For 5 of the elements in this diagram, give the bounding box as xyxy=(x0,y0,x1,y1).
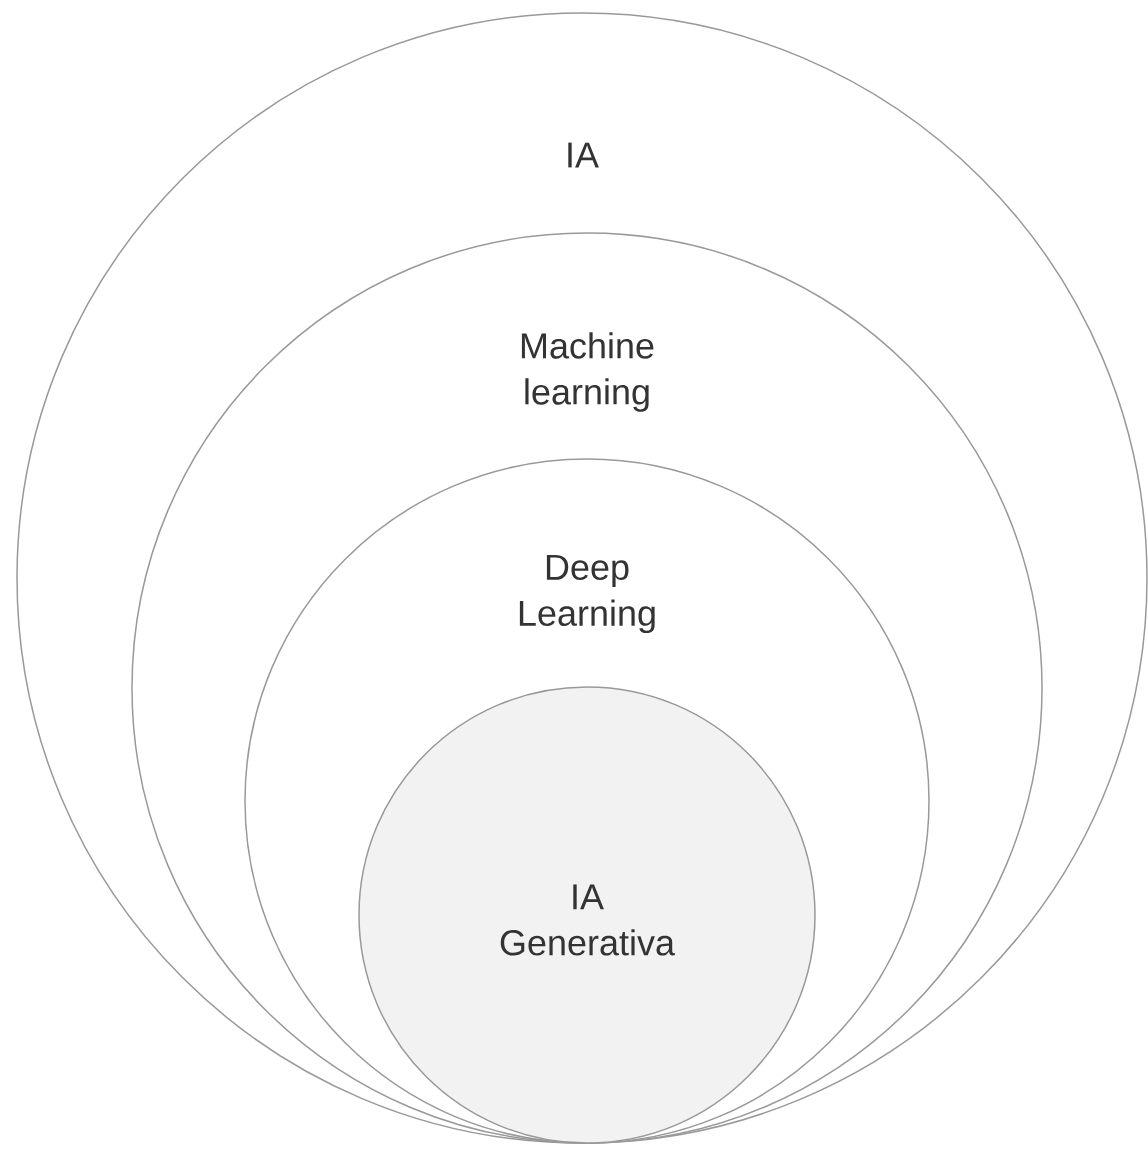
circle-label: IA xyxy=(568,142,599,168)
circle-label: Deep Learning xyxy=(519,554,655,634)
circle xyxy=(358,686,816,1144)
circle-label: Machine learning xyxy=(521,332,654,412)
circle-label: IA Generativa xyxy=(500,884,675,956)
